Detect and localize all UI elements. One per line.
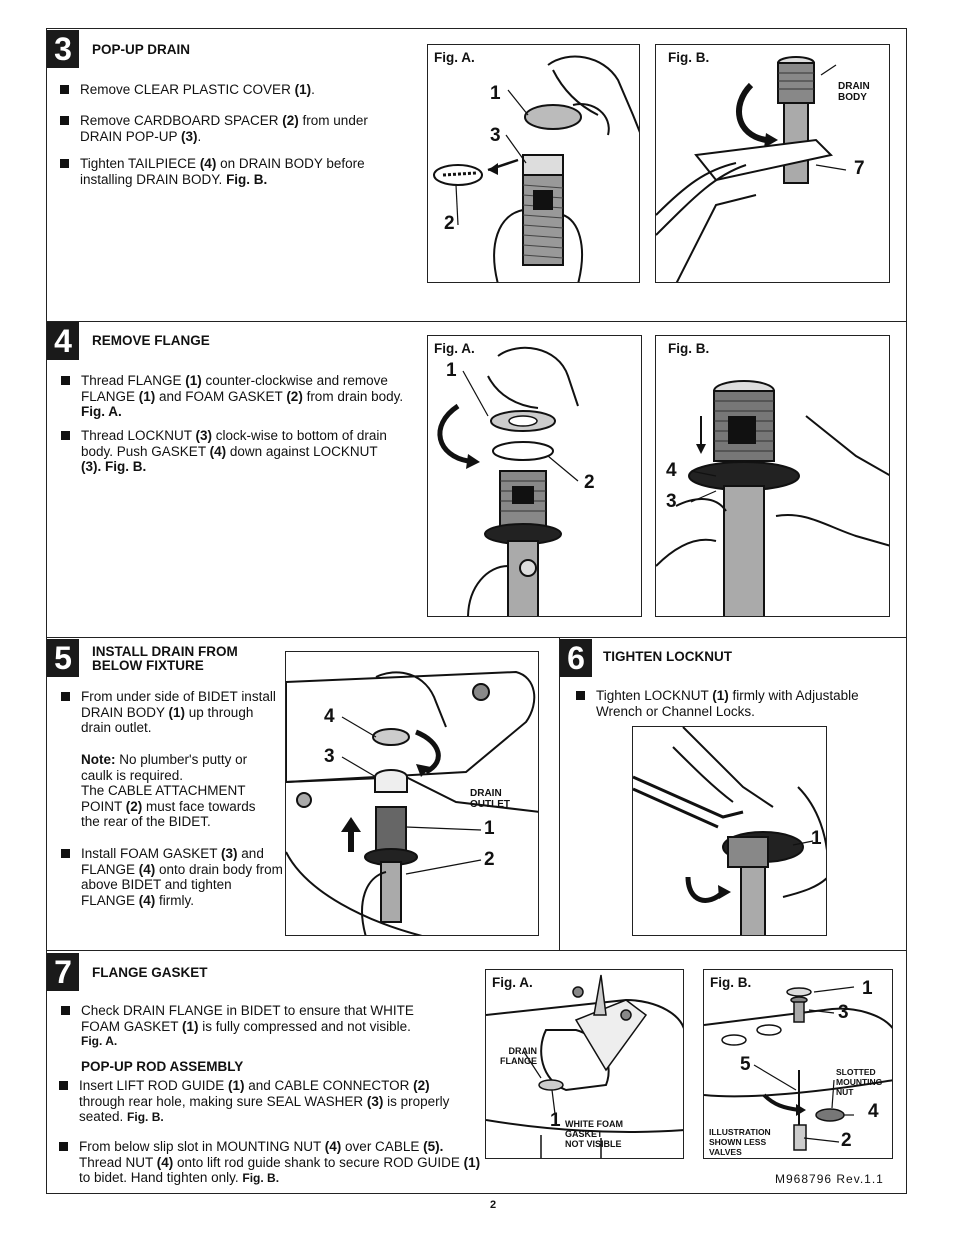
document-code: M968796 Rev.1.1 <box>775 1172 884 1186</box>
callout-2: 2 <box>484 849 495 870</box>
step-6-figure: 1 <box>632 726 827 936</box>
step-5-note: Note: No plumber's putty or caulk is req… <box>81 752 256 829</box>
section-divider <box>47 637 906 638</box>
instruction-page <box>46 28 907 1194</box>
step-7-bullet-3: From below slip slot in MOUNTING NUT (4)… <box>59 1139 484 1187</box>
callout-1: 1 <box>811 828 822 849</box>
figure-label: Fig. B. <box>668 50 710 65</box>
step-3-figure-a: Fig. A. 1 3 2 <box>427 44 640 283</box>
callout-2: 2 <box>584 472 595 493</box>
step-3-bullet-2: Remove CARDBOARD SPACER (2) from under D… <box>60 113 410 144</box>
callout-4: 4 <box>666 460 677 481</box>
section-divider-vertical <box>559 637 560 950</box>
step-3-bullet-1: Remove CLEAR PLASTIC COVER (1). <box>60 82 410 98</box>
pop-up-rod-illustration <box>704 986 892 1151</box>
callout-1: 1 <box>446 360 457 381</box>
callout-4: 4 <box>868 1101 879 1122</box>
tailpiece-wrench-illustration <box>656 56 847 282</box>
callout-2: 2 <box>444 213 455 234</box>
step-4-number: 4 <box>47 322 79 360</box>
callout-5: 5 <box>740 1054 751 1075</box>
step-3-bullet-3: Tighten TAILPIECE (4) on DRAIN BODY befo… <box>60 156 410 187</box>
section-divider <box>47 950 906 951</box>
step-6-bullet-1: Tighten LOCKNUT (1) firmly with Adjustab… <box>576 688 891 719</box>
step-7-bullet-1: Check DRAIN FLANGE in BIDET to ensure th… <box>61 1003 451 1050</box>
callout-1: 1 <box>490 83 501 104</box>
callout-7: 7 <box>854 158 865 179</box>
pop-up-rod-subtitle: POP-UP ROD ASSEMBLY <box>81 1059 244 1074</box>
figure-label: Fig. B. <box>710 975 752 990</box>
step-3-title: POP-UP DRAIN <box>92 42 191 57</box>
step-7-number: 7 <box>47 953 79 991</box>
step-7-bullet-2: Insert LIFT ROD GUIDE (1) and CABLE CONN… <box>59 1078 464 1126</box>
install-drain-illustration <box>286 670 538 935</box>
callout-3: 3 <box>490 125 501 146</box>
section-divider <box>47 321 906 322</box>
figure-label: Fig. B. <box>668 341 710 356</box>
callout-1: 1 <box>862 978 873 999</box>
step-7-title: FLANGE GASKET <box>92 965 208 980</box>
callout-1: 1 <box>550 1110 561 1131</box>
step-4-figure-a: Fig. A. 1 2 <box>427 335 642 617</box>
callout-3: 3 <box>666 491 677 512</box>
step-3-number: 3 <box>47 30 79 68</box>
figure-label: Fig. A. <box>434 341 475 356</box>
tighten-locknut-illustration <box>633 727 826 935</box>
step-4-bullet-2: Thread LOCKNUT (3) clock-wise to bottom … <box>61 428 401 475</box>
remove-flange-illustration <box>437 346 579 616</box>
thread-locknut-illustration <box>656 380 889 616</box>
flange-gasket-illustration <box>486 974 683 1158</box>
step-5-bullet-2: Install FOAM GASKET (3) and FLANGE (4) o… <box>61 846 286 908</box>
step-6-number: 6 <box>560 639 592 677</box>
step-6-title: TIGHTEN LOCKNUT <box>603 649 732 664</box>
step-5-bullet-1: From under side of BIDET install DRAIN B… <box>61 689 276 735</box>
drain-popup-illustration <box>433 55 639 282</box>
callout-4: 4 <box>324 706 335 727</box>
callout-3: 3 <box>324 746 335 767</box>
step-4-figure-b: Fig. B. 4 3 <box>655 335 890 617</box>
callout-1: 1 <box>484 818 495 839</box>
page-number: 2 <box>490 1199 497 1211</box>
figure-label: Fig. A. <box>492 975 533 990</box>
callout-2: 2 <box>841 1130 852 1151</box>
step-4-bullet-1: Thread FLANGE (1) counter-clockwise and … <box>61 373 421 420</box>
callout-3: 3 <box>838 1002 849 1023</box>
step-5-number: 5 <box>47 639 79 677</box>
figure-label: Fig. A. <box>434 50 475 65</box>
step-4-title: REMOVE FLANGE <box>92 333 210 348</box>
